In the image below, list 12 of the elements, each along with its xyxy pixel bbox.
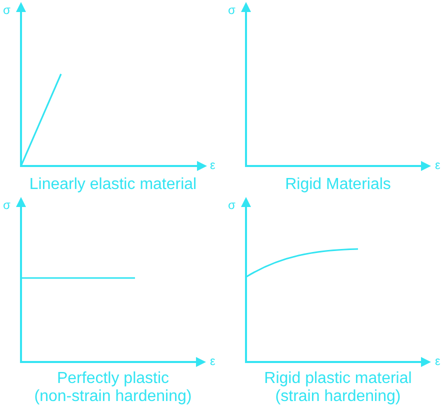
chart-caption: Rigid Materials [284,176,392,194]
chart-caption: Linearly elastic material [28,176,198,194]
stress-axis-label: σ [228,199,236,211]
strain-axis-label: ε [435,159,440,171]
strain-axis-label: ε [435,355,440,367]
strain-axis-label: ε [210,159,216,171]
chart-caption: Rigid plastic material (strain hardening) [263,370,413,406]
chart-caption: Perfectly plastic (non-strain hardening) [33,370,193,406]
strain-axis-label: ε [210,355,216,367]
stress-axis-label: σ [3,4,10,16]
stress-axis-label: σ [228,4,236,16]
stress-axis-label: σ [3,199,10,211]
